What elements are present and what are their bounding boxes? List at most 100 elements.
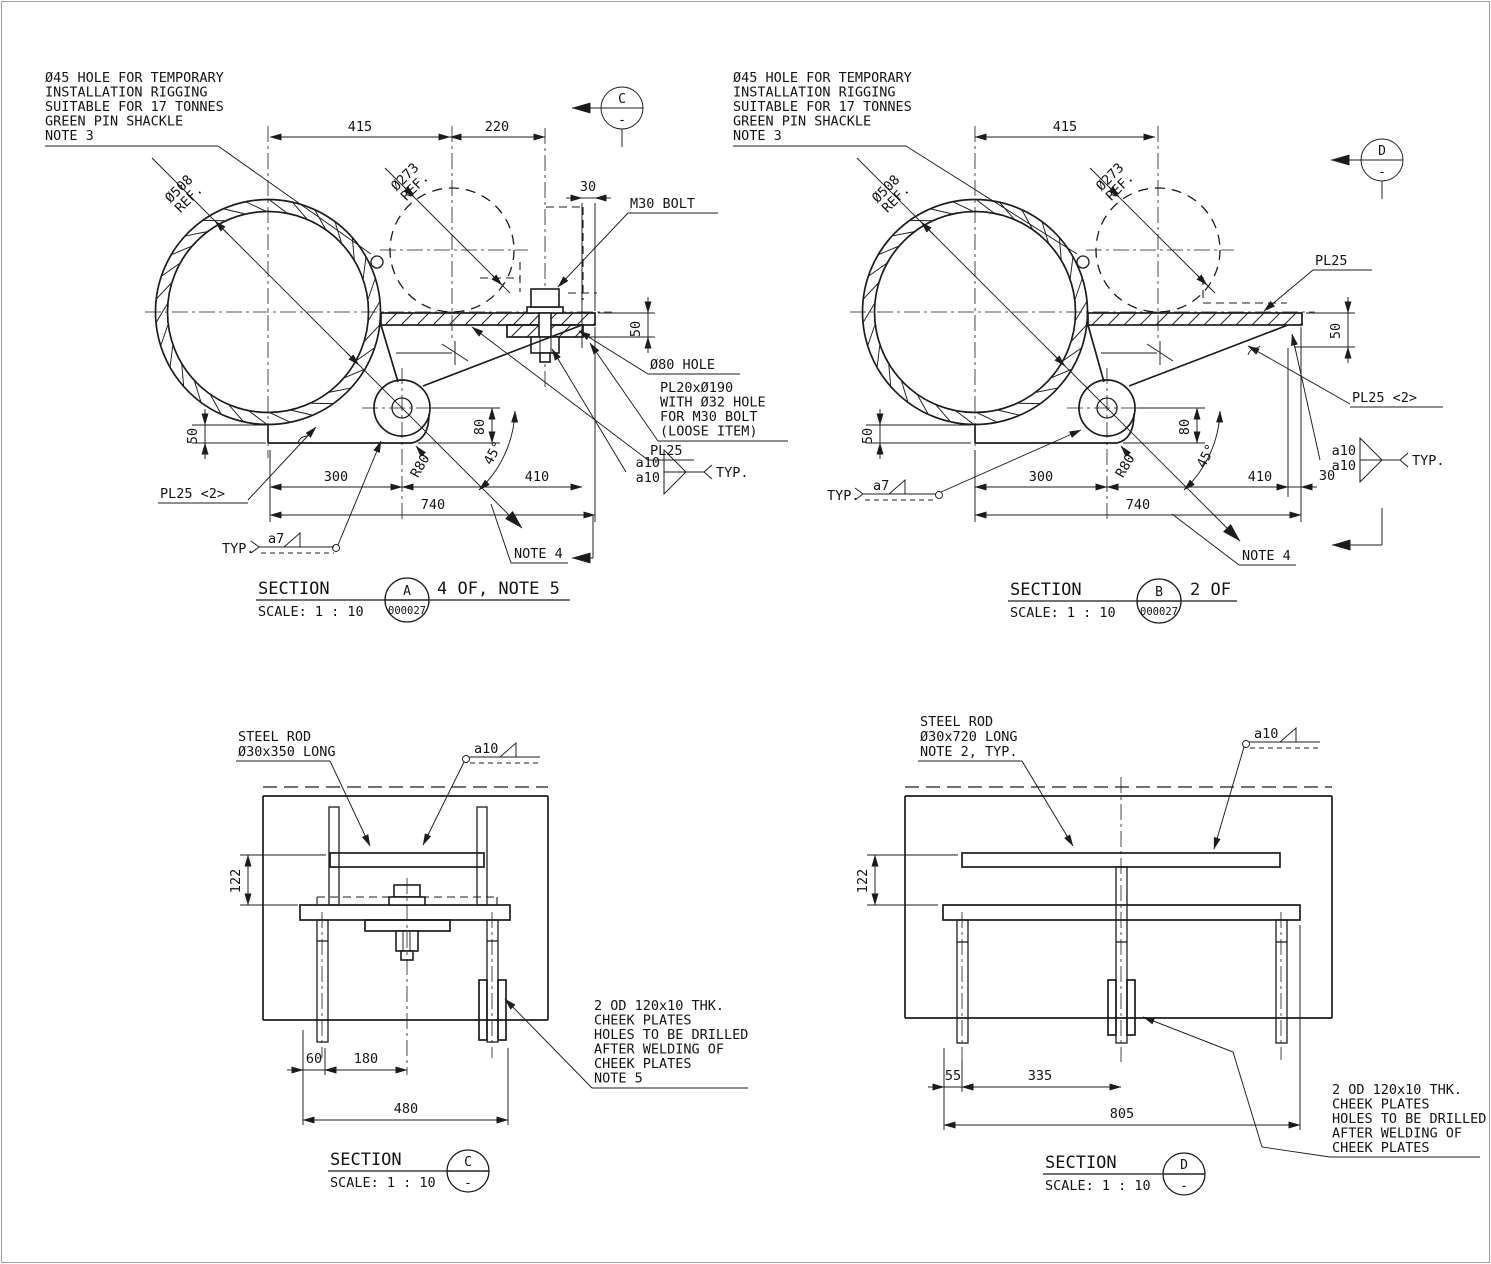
rigging-hole-a	[370, 255, 384, 269]
section-d-bubble-number: -	[1180, 1179, 1188, 1194]
weld-a7-size-b: a7	[873, 478, 889, 494]
dim-300-a: 300	[324, 469, 348, 485]
flange-plate-d	[942, 904, 1301, 921]
deck-plate-b	[1087, 312, 1303, 326]
weld-a10-top-a: a10	[636, 455, 660, 471]
rod-right-c	[486, 919, 499, 1043]
section-c-title-label: SECTION	[330, 1150, 402, 1170]
rod-left-c	[316, 919, 329, 1043]
section-a-bubble-number: 000027	[388, 605, 426, 617]
bolt-c	[364, 878, 451, 1075]
weld-a10-bot-a: a10	[636, 470, 660, 486]
weld-a10-top-b: a10	[1332, 443, 1356, 459]
section-b-suffix: 2 OF	[1190, 580, 1231, 600]
cheek-note-c-line1: 2 OD 120x10 THK.	[594, 998, 724, 1014]
cheek-plate-right-d	[1126, 979, 1136, 1036]
dim-80-b: 80	[1177, 419, 1193, 435]
dim-45-b: 45°	[1194, 442, 1220, 471]
cheek-note-c-line5: CHEEK PLATES	[594, 1056, 692, 1072]
cheek-note-c-line4: AFTER WELDING OF	[594, 1042, 724, 1058]
cheek-note-d-line5: CHEEK PLATES	[1332, 1140, 1430, 1156]
dim-30-b: 30	[1319, 468, 1335, 484]
cheek-note-d-line4: AFTER WELDING OF	[1332, 1126, 1462, 1142]
cut-c-letter: C	[618, 92, 626, 107]
note-rigging-b-line2: INSTALLATION RIGGING	[733, 85, 896, 101]
section-d-title: SECTION SCALE: 1 : 10 D -	[1043, 1152, 1206, 1196]
section-a-scale: SCALE: 1 : 10	[258, 604, 364, 620]
section-a-bubble-letter: A	[403, 584, 411, 599]
note-rigging-a-line4: GREEN PIN SHACKLE	[45, 114, 183, 130]
note4-label-b: NOTE 4	[1242, 548, 1291, 564]
weld-a7-symbol-b: TYP. a7	[827, 429, 1082, 504]
pipe-hatch-b	[863, 199, 1087, 425]
section-d-scale: SCALE: 1 : 10	[1045, 1178, 1151, 1194]
note-rigging-b-line1: Ø45 HOLE FOR TEMPORARY	[733, 70, 912, 86]
weld-typ-b: TYP.	[1412, 453, 1445, 469]
note-rigging-a-line5: NOTE 3	[45, 128, 94, 144]
cheek-note-c-line2: CHEEK PLATES	[594, 1013, 692, 1029]
rod-label-c-line1: STEEL ROD	[238, 729, 311, 745]
loose-label-1: PL20xØ190	[660, 380, 733, 396]
cheek-note-c-line6: NOTE 5	[594, 1071, 643, 1087]
note-rigging-b-line3: SUITABLE FOR 17 TONNES	[733, 99, 912, 115]
post-right-c	[476, 806, 488, 906]
weld-a10-symbol-a: a10 a10 TYP.	[551, 348, 749, 496]
dim-805-d: 805	[1110, 1106, 1134, 1122]
dim-50-left-b: 50	[860, 428, 876, 444]
weld-a10-symbol-b: a10 a10 TYP.	[1291, 333, 1445, 484]
weld-a7-typ-b: TYP.	[827, 488, 860, 504]
pl25-label-b: PL25	[1315, 253, 1348, 269]
dim-335-d: 335	[1028, 1068, 1052, 1084]
dim-55-d: 55	[945, 1068, 961, 1084]
weld-a7-typ-a: TYP.	[222, 541, 255, 557]
steel-rod-c	[329, 852, 485, 868]
dim-180-c: 180	[354, 1051, 378, 1067]
dim-r80-b: R80	[1113, 451, 1139, 480]
note-rigging-a-line3: SUITABLE FOR 17 TONNES	[45, 99, 224, 115]
rod-right-d	[1275, 919, 1288, 1044]
rod-label-d-line2: Ø30x720 LONG	[920, 729, 1018, 745]
loose-label-4: (LOOSE ITEM)	[660, 424, 758, 440]
section-c-view: STEEL ROD Ø30x350 LONG a10 122	[228, 729, 748, 1193]
section-b-bubble-letter: B	[1155, 585, 1163, 600]
loose-label-3: FOR M30 BOLT	[660, 409, 758, 425]
weld-a10-size-d: a10	[1254, 726, 1278, 742]
dim-r80-a: R80	[408, 451, 434, 480]
cut-d-letter: D	[1378, 144, 1386, 159]
deck-plate-a	[380, 312, 596, 326]
section-b-bubble-number: 000027	[1140, 606, 1178, 618]
m30-bolt-label: M30 BOLT	[630, 196, 695, 212]
section-b-title: SECTION SCALE: 1 : 10 B 000027 2 OF	[1008, 578, 1237, 624]
rod-left-d	[956, 919, 969, 1044]
section-b-view: Ø45 HOLE FOR TEMPORARY INSTALLATION RIGG…	[733, 70, 1445, 624]
note-rigging-a-line1: Ø45 HOLE FOR TEMPORARY	[45, 70, 224, 86]
dim-122-d: 122	[855, 869, 871, 893]
pipe-hatch-a	[156, 199, 380, 425]
loose-label-2: WITH Ø32 HOLE	[660, 395, 766, 411]
pl25-label-a: PL25	[650, 443, 683, 459]
rod-label-d-line3: NOTE 2, TYP.	[920, 744, 1018, 760]
weld-typ-a: TYP.	[716, 465, 749, 481]
weld-a10-bot-b: a10	[1332, 458, 1356, 474]
section-c-bubble-letter: C	[464, 1155, 472, 1170]
section-d-view: STEEL ROD Ø30x720 LONG NOTE 2, TYP. a10 …	[855, 714, 1486, 1196]
section-b-scale: SCALE: 1 : 10	[1010, 605, 1116, 621]
section-a-title: SECTION SCALE: 1 : 10 A 000027 4 OF, NOT…	[256, 577, 570, 623]
cut-d-sub: -	[1378, 165, 1386, 180]
hole80-label: Ø80 HOLE	[650, 357, 715, 373]
section-a-view: Ø45 HOLE FOR TEMPORARY INSTALLATION RIGG…	[45, 70, 788, 623]
cheek-note-d-line2: CHEEK PLATES	[1332, 1097, 1430, 1113]
cheek-plate-left-c	[478, 979, 488, 1041]
dim-80-a: 80	[472, 419, 488, 435]
section-c-title: SECTION SCALE: 1 : 10 C -	[328, 1149, 490, 1193]
pl25-2-label-b: PL25 <2>	[1352, 390, 1417, 406]
dim-740-b: 740	[1126, 497, 1150, 513]
weld-a10-flag-c: a10	[422, 741, 540, 846]
dim-740-a: 740	[421, 497, 445, 513]
note-rigging-b-line4: GREEN PIN SHACKLE	[733, 114, 871, 130]
dim-50-bolt-a: 50	[628, 321, 644, 337]
dim-410-b: 410	[1248, 469, 1272, 485]
